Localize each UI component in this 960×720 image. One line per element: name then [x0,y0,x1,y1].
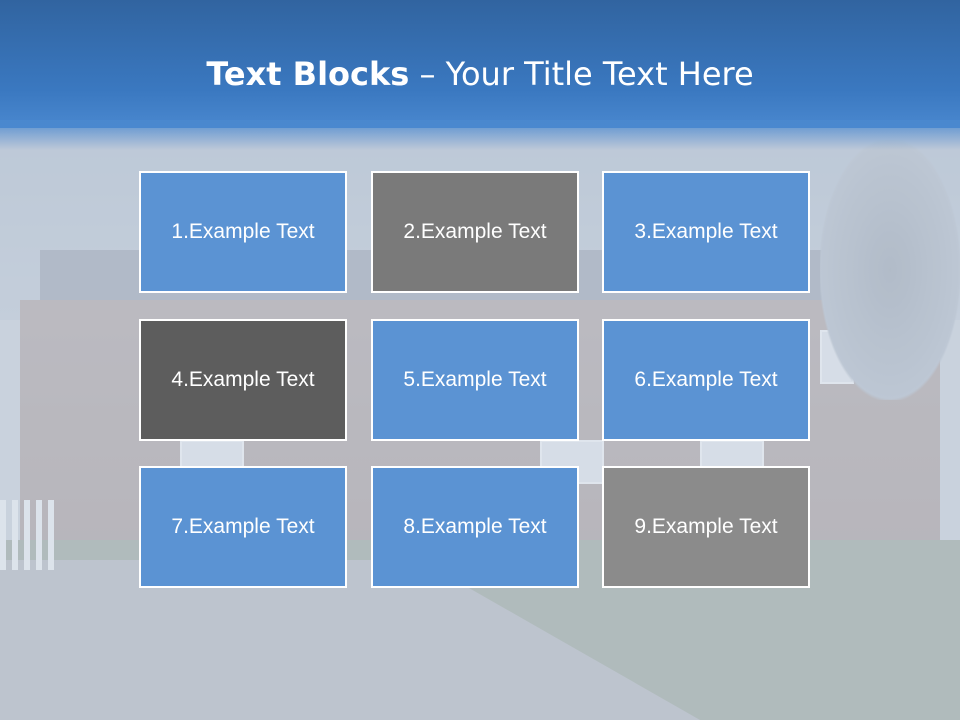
text-block-4[interactable]: 4.Example Text [139,319,347,441]
text-block-5[interactable]: 5.Example Text [371,319,579,441]
text-block-6[interactable]: 6.Example Text [602,319,810,441]
text-block-label: 2.Example Text [403,220,547,243]
slide-title-bold: Text Blocks [206,55,410,93]
text-block-label: 7.Example Text [171,515,315,538]
text-block-label: 9.Example Text [634,515,778,538]
text-block-1[interactable]: 1.Example Text [139,171,347,293]
title-bar-fade [0,120,960,150]
text-block-2[interactable]: 2.Example Text [371,171,579,293]
text-block-label: 5.Example Text [403,368,547,391]
title-bar [0,0,960,128]
text-block-label: 3.Example Text [634,220,778,243]
text-block-label: 4.Example Text [171,368,315,391]
slide-title-dash: – [409,55,446,93]
text-block-label: 1.Example Text [171,220,315,243]
text-block-9[interactable]: 9.Example Text [602,466,810,588]
slide-title: Text Blocks – Your Title Text Here [0,52,960,96]
slide-title-rest: Your Title Text Here [445,55,754,93]
text-block-8[interactable]: 8.Example Text [371,466,579,588]
text-block-3[interactable]: 3.Example Text [602,171,810,293]
text-block-label: 8.Example Text [403,515,547,538]
text-block-label: 6.Example Text [634,368,778,391]
text-block-7[interactable]: 7.Example Text [139,466,347,588]
